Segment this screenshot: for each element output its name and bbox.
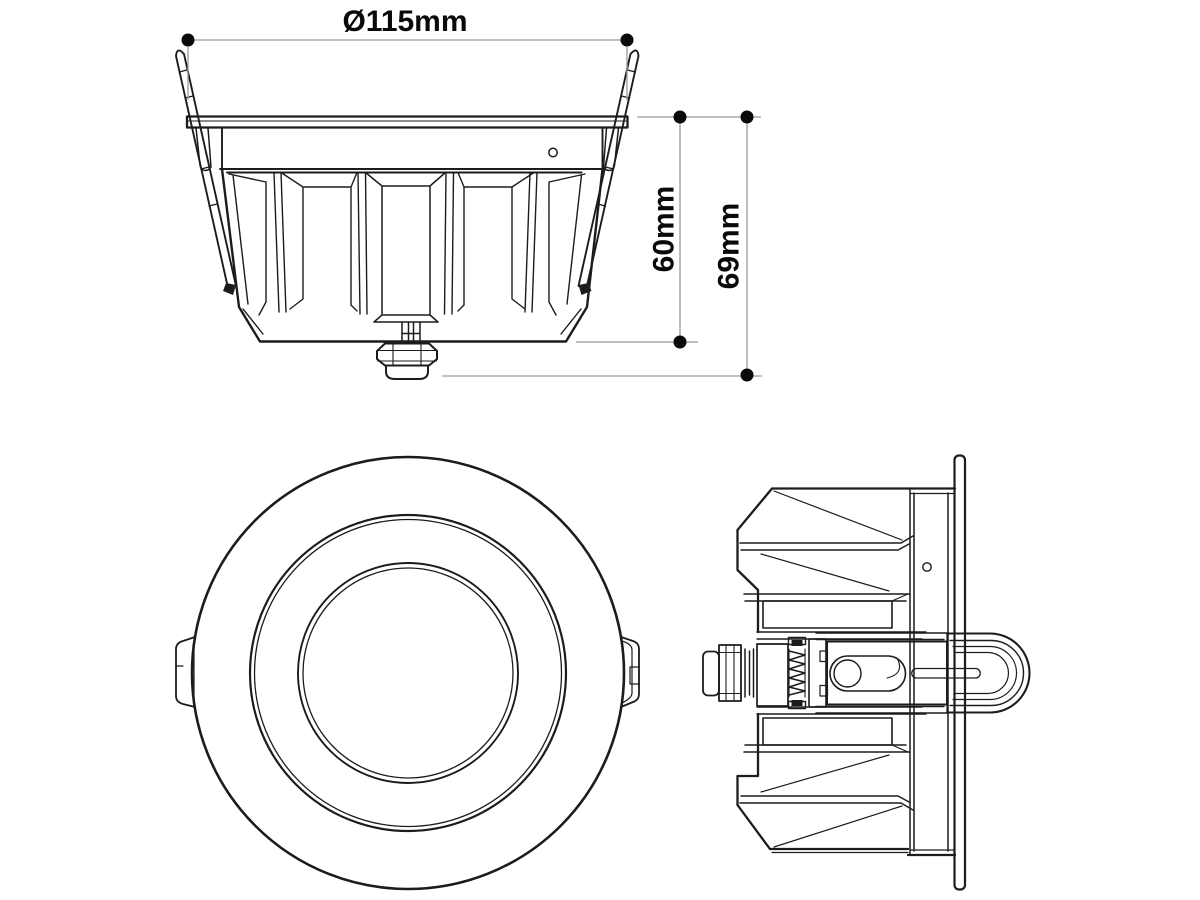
spring-clip-right [577,49,640,295]
spring-clip-mechanism [756,632,1031,714]
clip-left-leaf [195,127,212,172]
dim-dot [740,368,754,382]
clip-arm-slot-circle [833,659,862,688]
clip-tab-left-detail [175,640,195,704]
dim-dot [673,335,687,349]
diameter-extension-lines [187,47,628,100]
side-view [702,454,1031,891]
left-fin-detail [280,171,358,312]
dim-dot [740,110,754,124]
cable-gland-cap [385,364,429,380]
clip-head-inner-3 [955,651,1010,695]
diameter-label: Ø115mm [342,5,467,38]
clip-left-hook [223,283,236,295]
recess-depth-label: 60mm [648,186,681,273]
fin-slots [273,171,538,315]
rim-step-lines [771,492,956,854]
overall-depth-label: 69mm [713,203,746,290]
clip-tab-right-detail [621,640,640,704]
front-section-view [175,49,640,380]
spring-coil [788,650,806,696]
rim-verticals [909,487,949,856]
clip-left-ticks [178,69,218,207]
clip-right-leaf [602,127,620,172]
cable-gland-nut [376,342,438,367]
bezel-inner-ring-2 [253,518,563,828]
right-fin-detail [457,171,535,312]
dim-dot [673,110,687,124]
clip-arm-slot-thin [911,667,981,679]
spring-housing [756,643,789,707]
lens-ring [297,562,519,784]
mounting-flange [185,115,629,129]
bezel-inner-ring [248,513,568,833]
clip-right-hook [578,283,592,295]
fin-block-top [762,600,893,629]
dimension-recess-depth: 60mm [576,110,761,349]
ceiling-flange [953,454,967,891]
spring-clamp-top [791,640,803,646]
clip-head-inner-1 [949,639,1025,707]
pilot-hole [548,147,558,158]
gland-washers [744,648,755,698]
fin-block-bottom [762,717,893,746]
clip-arm-edges [815,632,948,714]
body-silhouette [736,487,957,857]
clip-arm-slot-large [829,655,907,692]
face-view [175,455,640,891]
left-wall-detail [228,173,267,335]
clip-tab-left [175,636,196,708]
gland-cap-side [702,650,720,697]
spring-clip-left [175,49,237,295]
dimension-diameter: Ø115mm [181,5,634,100]
dim-dot [181,33,195,47]
clip-tab-right [620,636,640,708]
center-fin-detail [364,171,447,344]
clip-tab-left-outline [175,636,196,708]
right-wall-detail [548,173,586,335]
clip-bracket [808,638,827,708]
dimension-overall-depth: 69mm [442,110,762,382]
clip-head-outer [945,632,1031,714]
gland-nut-side-facets [718,644,742,702]
clip-right-ticks [596,69,637,207]
clip-arm-body [826,640,948,706]
lens-ring-2 [302,567,514,779]
cable-gland-side [702,644,755,702]
clip-right-strip [577,49,640,289]
gland-nut-side [718,644,742,702]
clip-head-inner-2 [952,645,1018,701]
spring-clamp-bottom [791,700,803,706]
pilot-hole-side [922,562,932,572]
cable-gland-nut-facets [376,342,438,367]
driver-band [219,126,607,174]
clip-left-strip [175,49,237,289]
fin-face-diagonals [760,490,909,848]
dim-dot [620,33,634,47]
spring-rails [788,648,806,698]
bezel-outer-circle [190,455,626,891]
clip-arm-slot-arc [886,659,901,679]
